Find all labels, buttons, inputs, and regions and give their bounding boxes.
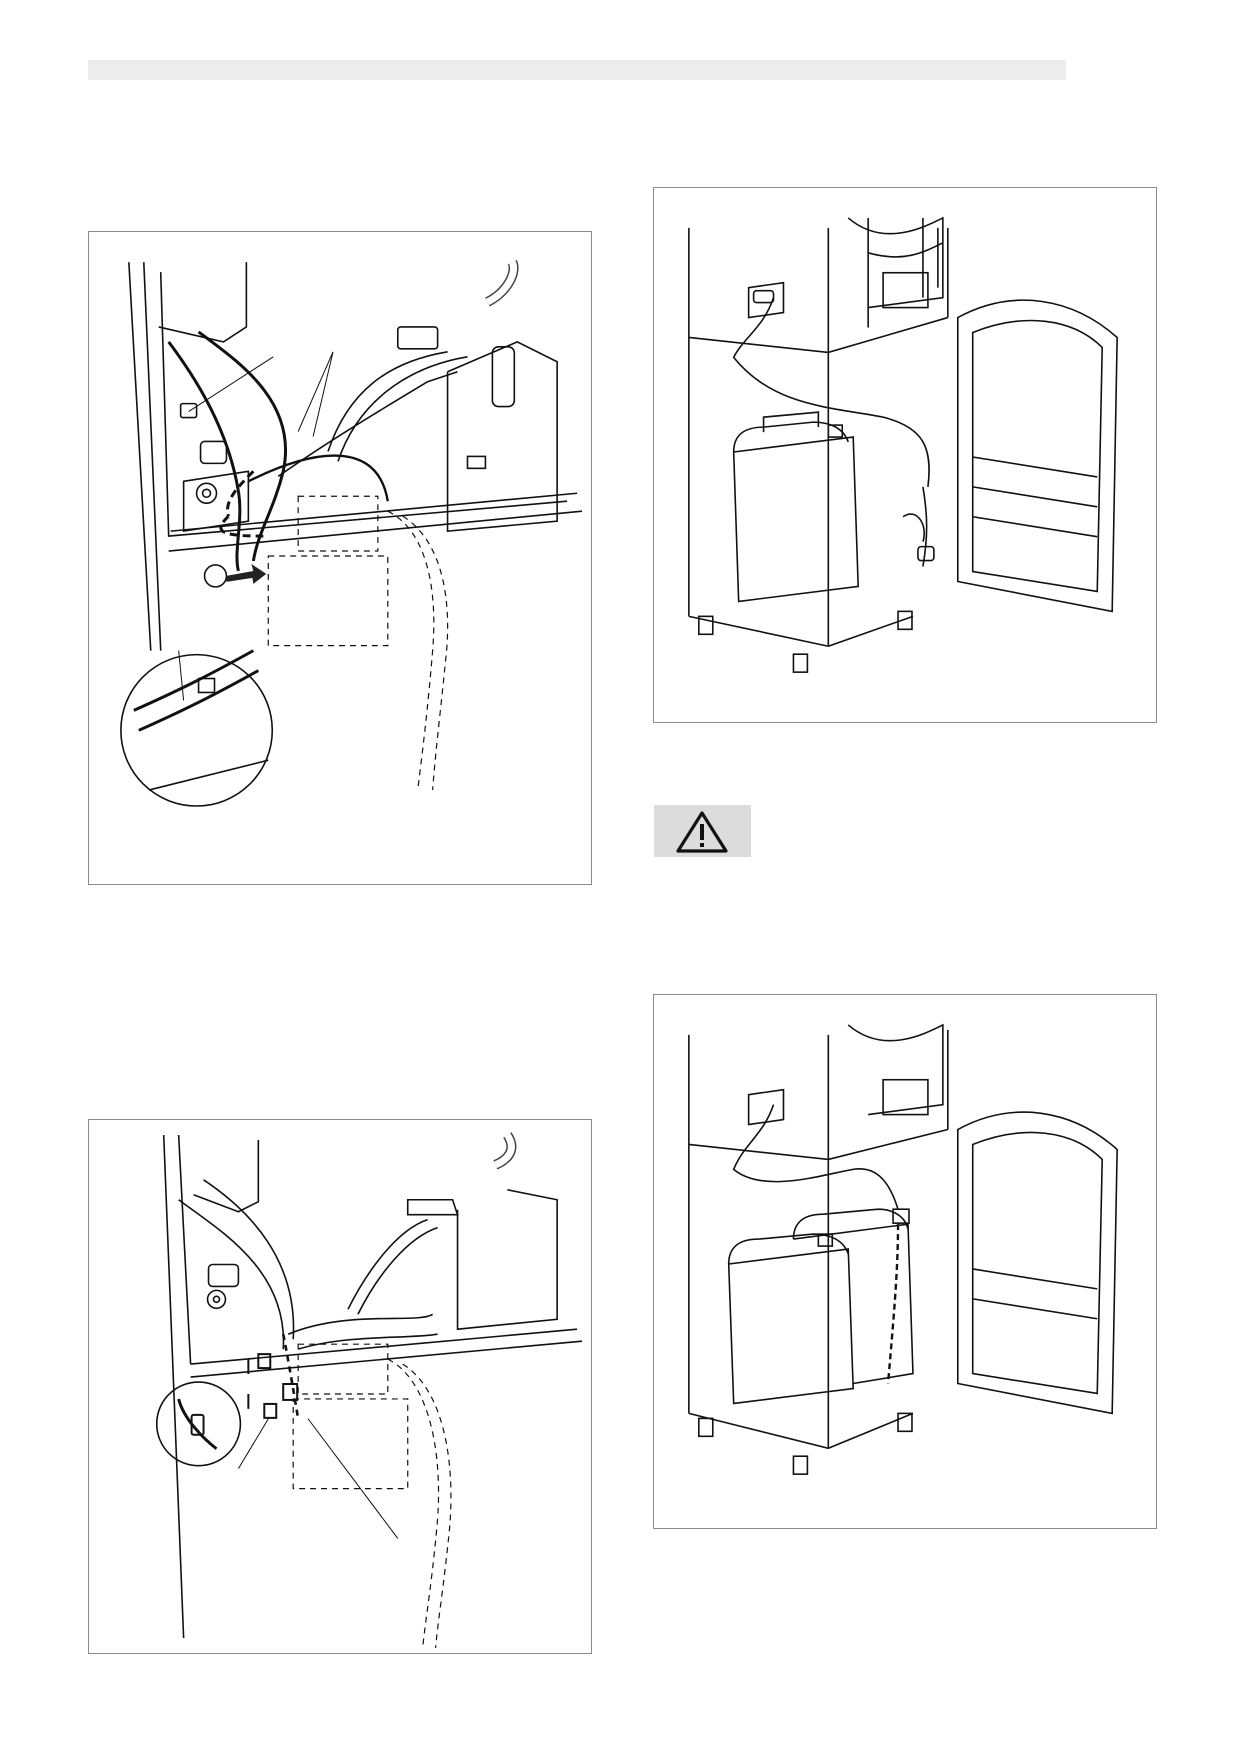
hose-disconnection-illustration [120, 259, 583, 807]
figure-water-tank-double [653, 994, 1157, 1529]
arrow-icon [226, 563, 267, 584]
warning-triangle-icon [676, 811, 728, 853]
vending-machine-double-tank-illustration [688, 1023, 1118, 1475]
figure-disconnect-water-hose [88, 231, 592, 885]
header-bar [88, 60, 1066, 80]
warning-box [654, 805, 751, 857]
figure-water-tank-single [653, 187, 1157, 723]
vending-machine-single-tank-illustration [688, 216, 1118, 673]
figure-connect-hose-adapter [88, 1119, 592, 1654]
connector-illustration [155, 1132, 583, 1649]
